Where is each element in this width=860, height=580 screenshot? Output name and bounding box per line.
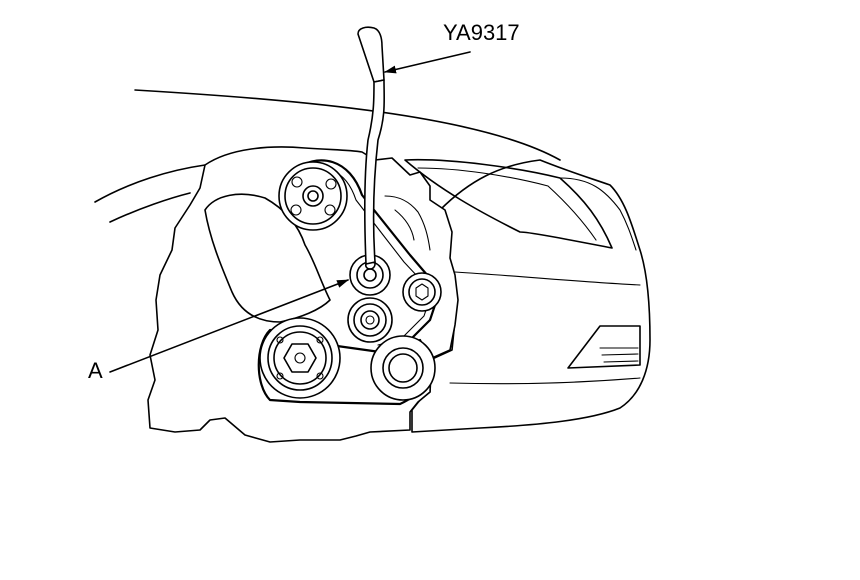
tool-ya9317 [357, 26, 386, 270]
front-bumper [404, 158, 651, 433]
middle-idler-pulley [347, 297, 393, 343]
right-idler-pulley [402, 272, 442, 312]
tool-callout-label: YA9317 [443, 20, 520, 45]
point-a-callout-leader [109, 279, 349, 373]
tensioner-pulley [349, 254, 391, 296]
tool-callout-leader [384, 51, 471, 74]
alternator-pulley [370, 335, 436, 401]
crankshaft-pulley [259, 317, 341, 399]
upper-pulley [278, 161, 348, 231]
point-a-label: A [88, 358, 103, 383]
